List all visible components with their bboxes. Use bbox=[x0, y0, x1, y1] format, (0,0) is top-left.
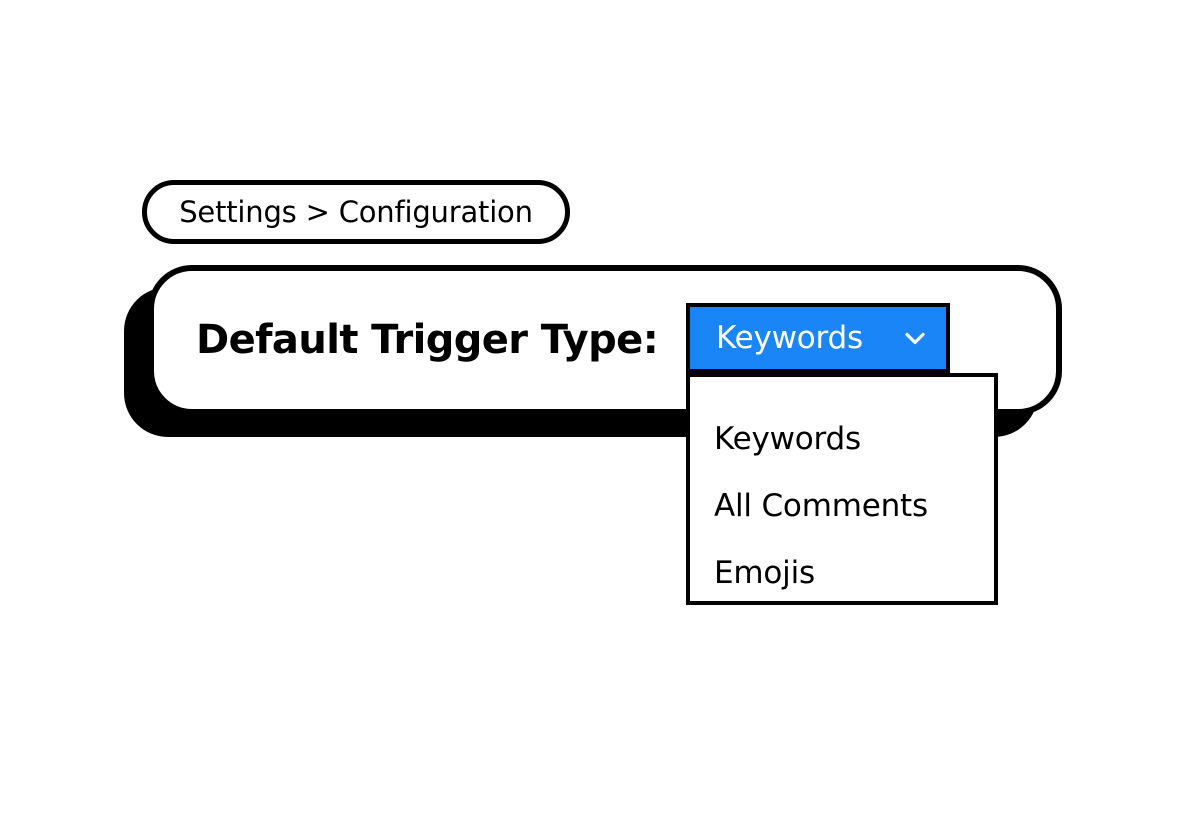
select-selected-value: Keywords bbox=[716, 320, 863, 356]
default-trigger-type-dropdown[interactable]: Keywords All Comments Emojis bbox=[686, 373, 998, 605]
dropdown-option-all-comments[interactable]: All Comments bbox=[714, 487, 928, 524]
default-trigger-type-select[interactable]: Keywords bbox=[686, 303, 950, 373]
dropdown-option-emojis[interactable]: Emojis bbox=[714, 554, 815, 591]
dropdown-option-keywords[interactable]: Keywords bbox=[714, 420, 861, 457]
breadcrumb[interactable]: Settings > Configuration bbox=[142, 180, 570, 244]
chevron-down-icon bbox=[902, 325, 928, 351]
page-title: Default Trigger Type: bbox=[196, 317, 659, 363]
breadcrumb-label: Settings > Configuration bbox=[179, 195, 533, 229]
